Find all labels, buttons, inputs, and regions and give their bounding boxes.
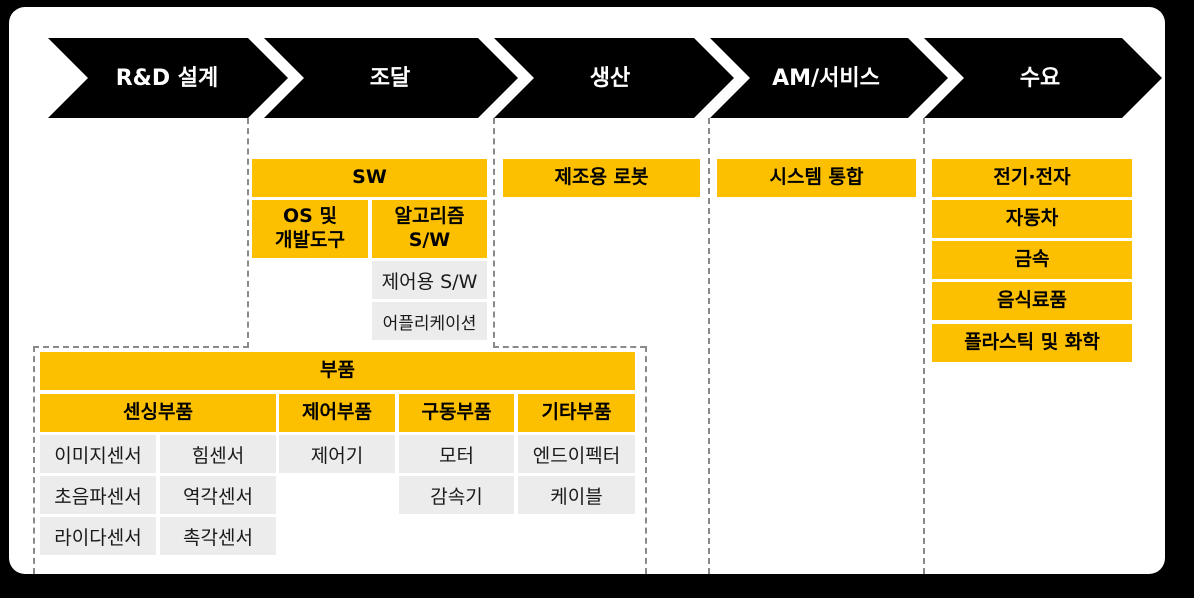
divider-production xyxy=(708,118,710,574)
part-item: 모터 xyxy=(399,435,514,473)
demand-item: 전기·전자 xyxy=(932,159,1132,197)
stage-label-am-service: AM/서비스 xyxy=(772,66,880,91)
parts-boundary-top-left xyxy=(33,346,249,348)
os-tools-cell: OS 및 개발도구 xyxy=(252,200,368,258)
category-other: 기타부품 xyxy=(518,394,635,432)
production-item: 제조용 로봇 xyxy=(503,159,700,197)
stage-arrow-demand xyxy=(924,38,1162,118)
stage-arrow-am-service xyxy=(710,38,948,118)
demand-item: 금속 xyxy=(932,241,1132,279)
stage-label-production: 생산 xyxy=(589,66,631,91)
part-item: 초음파센서 xyxy=(40,476,156,514)
divider-procurement xyxy=(493,118,495,348)
stage-arrow-procurement xyxy=(264,38,518,118)
parts-boundary-top-right xyxy=(493,346,646,348)
sw-header: SW xyxy=(252,159,487,197)
divider-rnd xyxy=(247,118,249,348)
part-item: 촉각센서 xyxy=(160,517,276,555)
demand-item: 플라스틱 및 화학 xyxy=(932,324,1132,362)
control-sw-cell: 제어용 S/W xyxy=(372,261,487,299)
part-item: 케이블 xyxy=(518,476,635,514)
stage-label-procurement: 조달 xyxy=(369,66,411,91)
part-item: 힘센서 xyxy=(160,435,276,473)
stage-arrow-production xyxy=(494,38,734,118)
part-item: 이미지센서 xyxy=(40,435,156,473)
part-item: 역각센서 xyxy=(160,476,276,514)
stage-arrow-rnd xyxy=(48,38,288,118)
demand-item: 음식료품 xyxy=(932,282,1132,320)
stage-label-demand: 수요 xyxy=(1019,66,1061,91)
part-item: 감속기 xyxy=(399,476,514,514)
demand-item: 자동차 xyxy=(932,200,1132,238)
divider-am-service xyxy=(923,118,925,574)
algorithm-sw-cell: 알고리즘 S/W xyxy=(372,200,487,258)
parts-boundary-right xyxy=(645,346,647,574)
category-drive: 구동부품 xyxy=(399,394,514,432)
parts-boundary-left xyxy=(33,346,35,574)
application-cell: 어플리케이션 xyxy=(372,302,487,340)
am-service-item: 시스템 통합 xyxy=(717,159,916,197)
category-sensing: 센싱부품 xyxy=(40,394,276,432)
category-control: 제어부품 xyxy=(279,394,395,432)
part-item: 엔드이펙터 xyxy=(518,435,635,473)
part-item: 제어기 xyxy=(279,435,395,473)
part-item: 라이다센서 xyxy=(40,517,156,555)
parts-header: 부품 xyxy=(40,352,635,390)
stage-label-rnd: R&D 설계 xyxy=(115,66,219,91)
